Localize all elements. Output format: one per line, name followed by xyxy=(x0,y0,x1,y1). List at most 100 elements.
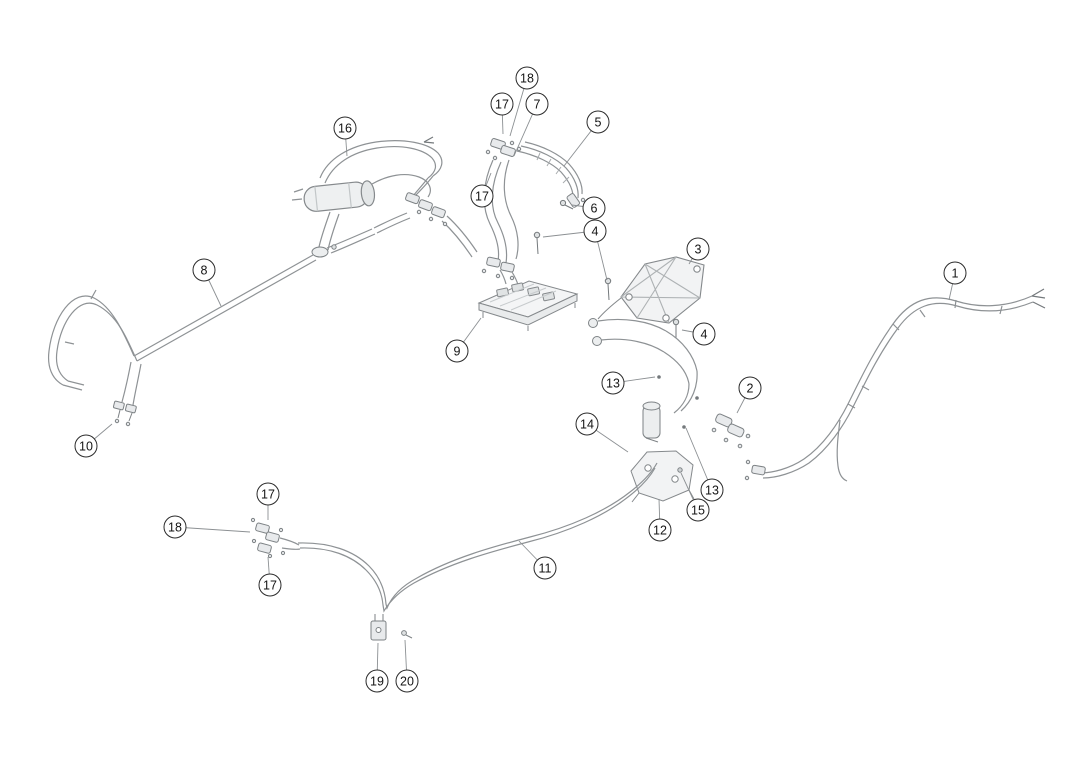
callout-number-18-left: 18 xyxy=(168,521,182,535)
callout-number-5: 5 xyxy=(595,116,602,130)
callout-number-1: 1 xyxy=(952,267,959,281)
part-1-end-fittings xyxy=(744,459,766,481)
part-6-screw xyxy=(559,199,574,210)
callout-circle-13-bottom xyxy=(700,478,724,502)
callout-number-18-top: 18 xyxy=(520,72,534,86)
callout-number-11: 11 xyxy=(539,562,552,576)
part-17-18-clamps-top xyxy=(485,138,522,161)
callout-circle-2 xyxy=(738,376,762,400)
callout-circle-12 xyxy=(648,518,672,542)
part-10-connectors xyxy=(112,400,137,427)
callout-circle-3 xyxy=(686,237,710,261)
callout-18-left: 18 xyxy=(163,515,187,539)
callout-circle-1 xyxy=(943,261,967,285)
part-7-end-fittings xyxy=(481,256,515,281)
callout-number-3: 3 xyxy=(695,243,702,257)
leader-line-18-left xyxy=(174,526,251,533)
part-1-long-line xyxy=(744,288,1046,482)
callout-11: 11 xyxy=(533,556,557,580)
callout-17-left-bottom: 17 xyxy=(258,573,282,597)
callout-circle-15 xyxy=(686,498,710,522)
callout-circle-17-left-bottom xyxy=(258,573,282,597)
part-9-cooler-plate xyxy=(477,280,579,331)
callout-circle-8 xyxy=(192,258,216,282)
callout-7: 7 xyxy=(525,92,549,116)
callout-circle-13-top xyxy=(601,371,625,395)
callout-circle-11 xyxy=(533,556,557,580)
callout-number-9: 9 xyxy=(454,345,461,359)
callout-circle-10 xyxy=(74,434,98,458)
callout-17-mid: 17 xyxy=(470,184,494,208)
callout-number-4-side: 4 xyxy=(701,328,708,342)
part-17-18-fittings-left xyxy=(250,517,301,559)
callout-number-19: 19 xyxy=(370,675,384,689)
callout-3: 3 xyxy=(686,237,710,261)
callout-number-17-left-top: 17 xyxy=(261,488,275,502)
callout-number-20: 20 xyxy=(400,675,414,689)
part-3-bracket xyxy=(597,256,705,324)
part-13-bolt-b xyxy=(695,396,699,400)
callout-number-10: 10 xyxy=(79,440,93,454)
part-13-bolt-a xyxy=(657,375,661,379)
callout-number-2: 2 xyxy=(747,382,754,396)
callout-number-17-mid: 17 xyxy=(475,190,489,204)
part-13-bolt-c xyxy=(682,425,686,429)
callout-number-17-left-bottom: 17 xyxy=(263,579,277,593)
callout-circle-4-top xyxy=(583,219,607,243)
part-14-valve xyxy=(642,401,661,443)
callout-circle-5 xyxy=(586,110,610,134)
callout-1: 1 xyxy=(943,261,967,285)
part-2-fittings xyxy=(711,413,751,449)
callout-17-top: 17 xyxy=(490,92,514,116)
callout-circle-18-left xyxy=(163,515,187,539)
callout-number-17-top: 17 xyxy=(495,98,509,112)
callout-circle-18-top xyxy=(515,66,539,90)
part-16-pump-assembly xyxy=(291,136,478,258)
callout-circle-20 xyxy=(395,669,419,693)
part-7-hoses xyxy=(481,138,522,286)
callout-number-4-top: 4 xyxy=(592,225,599,239)
callout-12: 12 xyxy=(648,518,672,542)
callout-2: 2 xyxy=(738,376,762,400)
callout-number-13-top: 13 xyxy=(606,377,620,391)
callout-circle-17-left-top xyxy=(256,482,280,506)
callout-circle-19 xyxy=(365,669,389,693)
part-4-bolts xyxy=(533,231,680,338)
callout-number-7: 7 xyxy=(534,98,541,112)
callout-circle-14 xyxy=(575,412,599,436)
callout-20: 20 xyxy=(395,669,419,693)
callout-number-8: 8 xyxy=(201,264,208,278)
callout-9: 9 xyxy=(445,339,469,363)
callout-number-14: 14 xyxy=(580,418,594,432)
callout-circle-4-side xyxy=(692,322,716,346)
callout-13-top: 13 xyxy=(601,371,625,395)
callout-10: 10 xyxy=(74,434,98,458)
callout-number-15: 15 xyxy=(691,504,705,518)
callout-circle-6 xyxy=(582,196,606,220)
callout-16: 16 xyxy=(333,116,357,140)
callout-number-16: 16 xyxy=(338,122,352,136)
callout-19: 19 xyxy=(365,669,389,693)
part-20-screw xyxy=(401,630,413,639)
callout-leader-lines xyxy=(85,77,956,682)
part-12-bracket xyxy=(630,450,695,503)
callout-6: 6 xyxy=(582,196,606,220)
callout-8: 8 xyxy=(192,258,216,282)
callout-number-12: 12 xyxy=(653,524,667,538)
callout-17-left-top: 17 xyxy=(256,482,280,506)
callout-number-13-bottom: 13 xyxy=(705,484,719,498)
callout-circle-17-mid xyxy=(470,184,494,208)
callout-circle-9 xyxy=(445,339,469,363)
part-center-hoses xyxy=(588,318,699,429)
part-8-long-line xyxy=(47,228,376,406)
part-19-clamp xyxy=(370,614,387,641)
callout-4-side: 4 xyxy=(692,322,716,346)
callout-circle-7 xyxy=(525,92,549,116)
callout-18-top: 18 xyxy=(515,66,539,90)
callout-circle-16 xyxy=(333,116,357,140)
callout-circle-17-top xyxy=(490,92,514,116)
part-15-stud xyxy=(677,467,683,473)
